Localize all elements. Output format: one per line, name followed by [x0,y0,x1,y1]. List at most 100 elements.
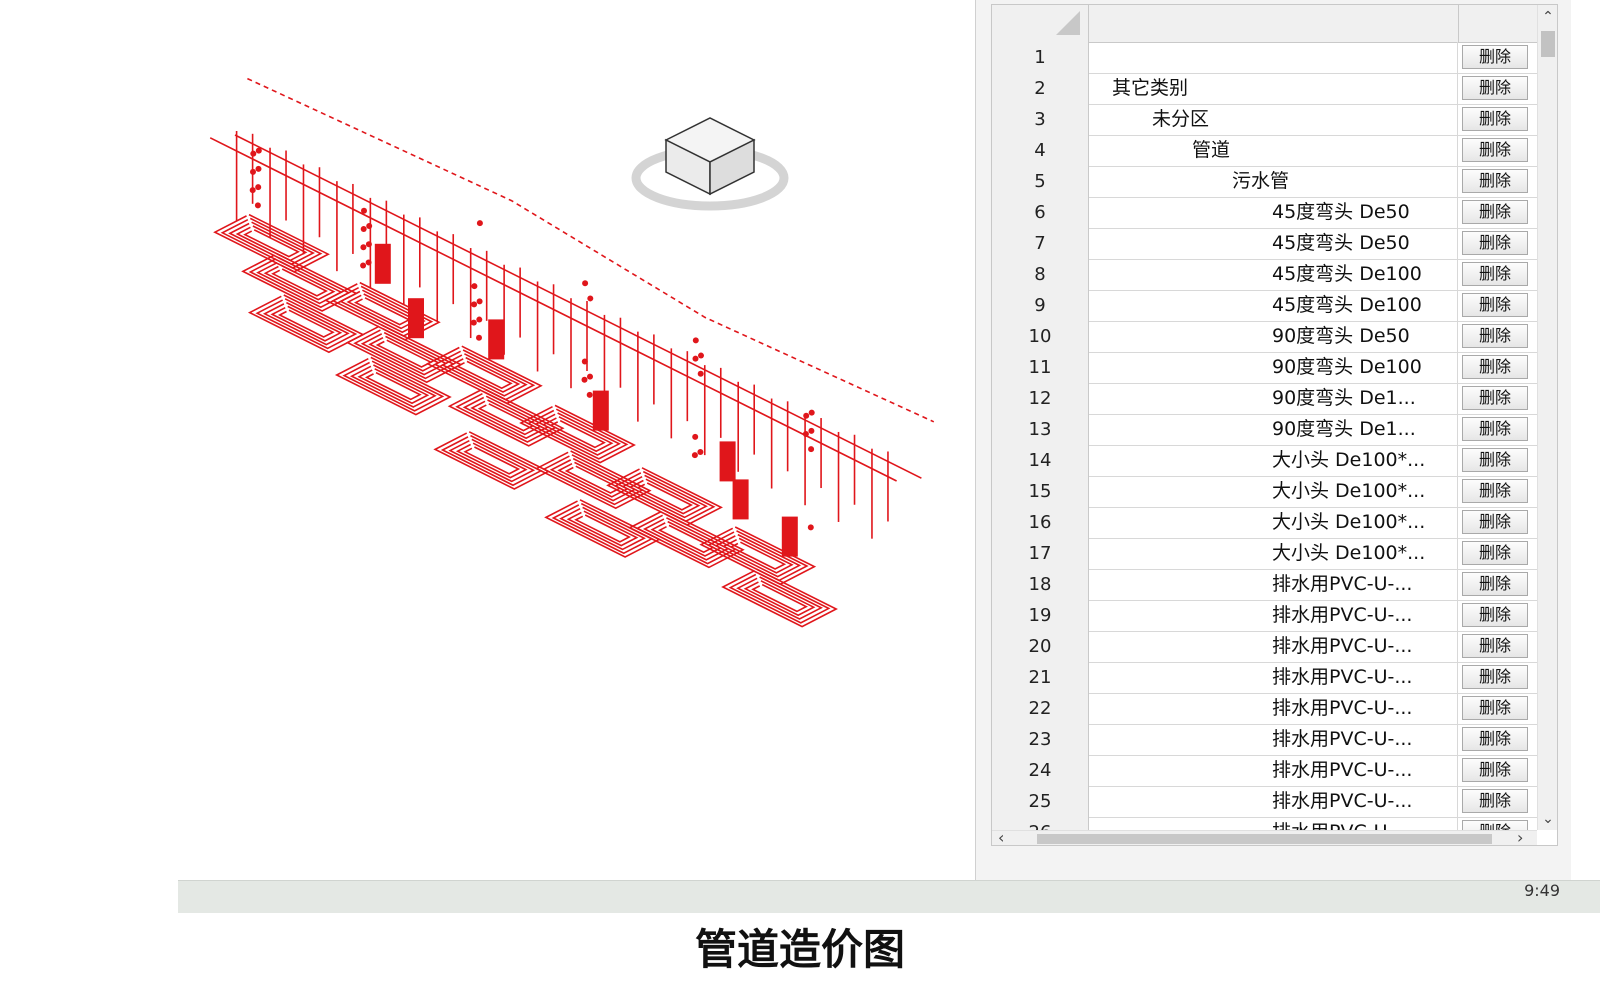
delete-button[interactable]: 删除 [1462,758,1528,782]
delete-button[interactable]: 删除 [1462,510,1528,534]
delete-button[interactable]: 删除 [1462,324,1528,348]
row-number[interactable]: 18 [992,569,1089,600]
row-name-cell[interactable]: 45度弯头 De100 [1088,259,1458,290]
row-name-cell[interactable]: 大小头 De100*... [1088,445,1458,476]
row-name-cell[interactable]: 大小头 De100*... [1088,476,1458,507]
delete-button[interactable]: 删除 [1462,417,1528,441]
row-number[interactable]: 15 [992,476,1089,507]
row-name-cell[interactable]: 其它类别 [1088,73,1458,104]
row-name-cell[interactable]: 大小头 De100*... [1088,507,1458,538]
row-name-cell[interactable]: 90度弯头 De100 [1088,352,1458,383]
vertical-scrollbar[interactable]: ⌃ ⌄ [1537,5,1557,830]
delete-button[interactable]: 删除 [1462,479,1528,503]
row-name-cell[interactable]: 90度弯头 De1... [1088,414,1458,445]
horizontal-scrollbar[interactable]: ‹ › [992,828,1537,846]
row-number[interactable]: 12 [992,383,1089,414]
row-name-cell[interactable]: 排水用PVC-U-... [1088,631,1458,662]
row-number[interactable]: 22 [992,693,1089,724]
row-name-cell[interactable]: 45度弯头 De50 [1088,197,1458,228]
delete-button[interactable]: 删除 [1462,541,1528,565]
delete-button[interactable]: 删除 [1462,603,1528,627]
row-name-cell[interactable]: 45度弯头 De100 [1088,290,1458,321]
delete-button[interactable]: 删除 [1462,665,1528,689]
row-name-cell[interactable]: 大小头 De100*... [1088,538,1458,569]
delete-button[interactable]: 删除 [1462,169,1528,193]
row-number[interactable]: 5 [992,166,1089,197]
delete-button[interactable]: 删除 [1462,386,1528,410]
row-name-cell[interactable]: 排水用PVC-U-... [1088,569,1458,600]
viewcube-icon[interactable] [631,117,789,211]
row-name-cell[interactable]: 污水管 [1088,166,1458,197]
row-name-cell[interactable]: 45度弯头 De50 [1088,228,1458,259]
row-number[interactable]: 17 [992,538,1089,569]
row-number[interactable]: 1 [992,42,1089,73]
row-name-cell[interactable] [1088,42,1458,73]
delete-button[interactable]: 删除 [1462,231,1528,255]
delete-button[interactable]: 删除 [1462,76,1528,100]
column-header-name[interactable] [1088,5,1459,42]
row-number[interactable]: 24 [992,755,1089,786]
delete-button[interactable]: 删除 [1462,355,1528,379]
row-number[interactable]: 3 [992,104,1089,135]
row-number[interactable]: 25 [992,786,1089,817]
row-name-cell[interactable]: 排水用PVC-U-... [1088,724,1458,755]
row-name-cell[interactable]: 管道 [1088,135,1458,166]
row-name-cell[interactable]: 排水用PVC-U-... [1088,786,1458,817]
scroll-down-icon[interactable]: ⌄ [1542,811,1554,827]
row-number[interactable]: 2 [992,73,1089,104]
delete-button[interactable]: 删除 [1462,789,1528,813]
horizontal-scroll-thumb[interactable] [1037,834,1492,844]
table-row[interactable]: 1 删除 [992,42,1557,74]
row-number[interactable]: 13 [992,414,1089,445]
row-number[interactable]: 11 [992,352,1089,383]
delete-button[interactable]: 删除 [1462,262,1528,286]
delete-button[interactable]: 删除 [1462,634,1528,658]
vertical-scroll-thumb[interactable] [1541,31,1555,57]
delete-button[interactable]: 删除 [1462,138,1528,162]
scroll-up-icon[interactable]: ⌃ [1542,9,1554,25]
row-number[interactable]: 9 [992,290,1089,321]
row-number[interactable]: 19 [992,600,1089,631]
delete-button[interactable]: 删除 [1462,293,1528,317]
delete-button[interactable]: 删除 [1462,45,1528,69]
select-all-corner[interactable] [992,5,1089,42]
delete-button[interactable]: 删除 [1462,572,1528,596]
delete-button[interactable]: 删除 [1462,696,1528,720]
delete-button[interactable]: 删除 [1462,107,1528,131]
delete-button[interactable]: 删除 [1462,727,1528,751]
row-name-cell[interactable]: 排水用PVC-U-... [1088,662,1458,693]
row-number[interactable]: 6 [992,197,1089,228]
row-number[interactable]: 8 [992,259,1089,290]
row-name-cell[interactable]: 排水用PVC-U-... [1088,600,1458,631]
row-number[interactable]: 20 [992,631,1089,662]
row-number[interactable]: 21 [992,662,1089,693]
delete-button[interactable]: 删除 [1462,200,1528,224]
row-name-cell[interactable]: 90度弯头 De1... [1088,383,1458,414]
scroll-left-icon[interactable]: ‹ [998,828,1005,846]
row-name-cell[interactable]: 90度弯头 De50 [1088,321,1458,352]
3d-model-viewport[interactable] [0,0,975,880]
row-number[interactable]: 23 [992,724,1089,755]
